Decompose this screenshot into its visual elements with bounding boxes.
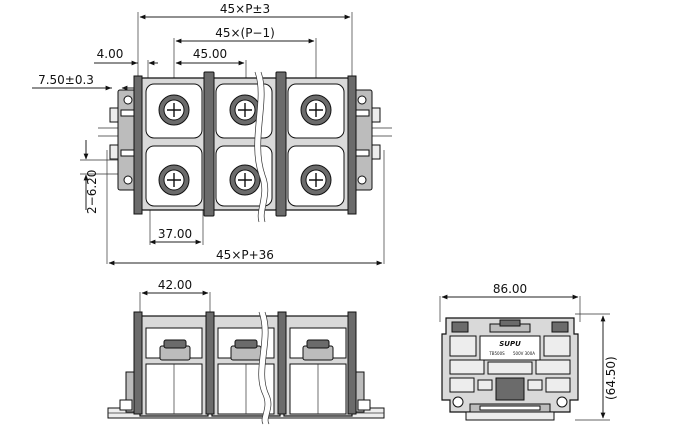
dim-side-height: (64.50) (604, 356, 618, 400)
dim-side-width: 86.00 (493, 282, 527, 296)
terminal-module-3 (281, 77, 351, 211)
front-module-1 (139, 315, 209, 417)
terminal-module-1 (139, 77, 209, 211)
dim-pitch-minus-one: 45×(P−1) (215, 26, 275, 40)
side-view: 86.00 (64.50) SUPU TB500S 500V 300A (439, 282, 618, 421)
dim-inner: 37.00 (158, 227, 192, 241)
spec-label: 500V 300A (513, 351, 535, 356)
top-view: 45×P±3 45×(P−1) 4.00 45.00 7.50±0.3 2−6.… (32, 2, 392, 266)
model-label: TB500S (488, 351, 505, 356)
dim-pitch: 45.00 (193, 47, 227, 61)
dim-overall: 45×P+36 (216, 248, 274, 262)
dim-slot: 2−6.20 (85, 170, 99, 214)
dim-front-pitch: 42.00 (158, 278, 192, 292)
brand-label: SUPU (499, 340, 521, 348)
dim-offset: 4.00 (97, 47, 124, 61)
dim-total-pitch: 45×P±3 (220, 2, 270, 16)
front-module-3 (283, 315, 353, 417)
dim-rail-width: 7.50±0.3 (38, 73, 94, 87)
front-view: 42.00 (107, 278, 385, 426)
